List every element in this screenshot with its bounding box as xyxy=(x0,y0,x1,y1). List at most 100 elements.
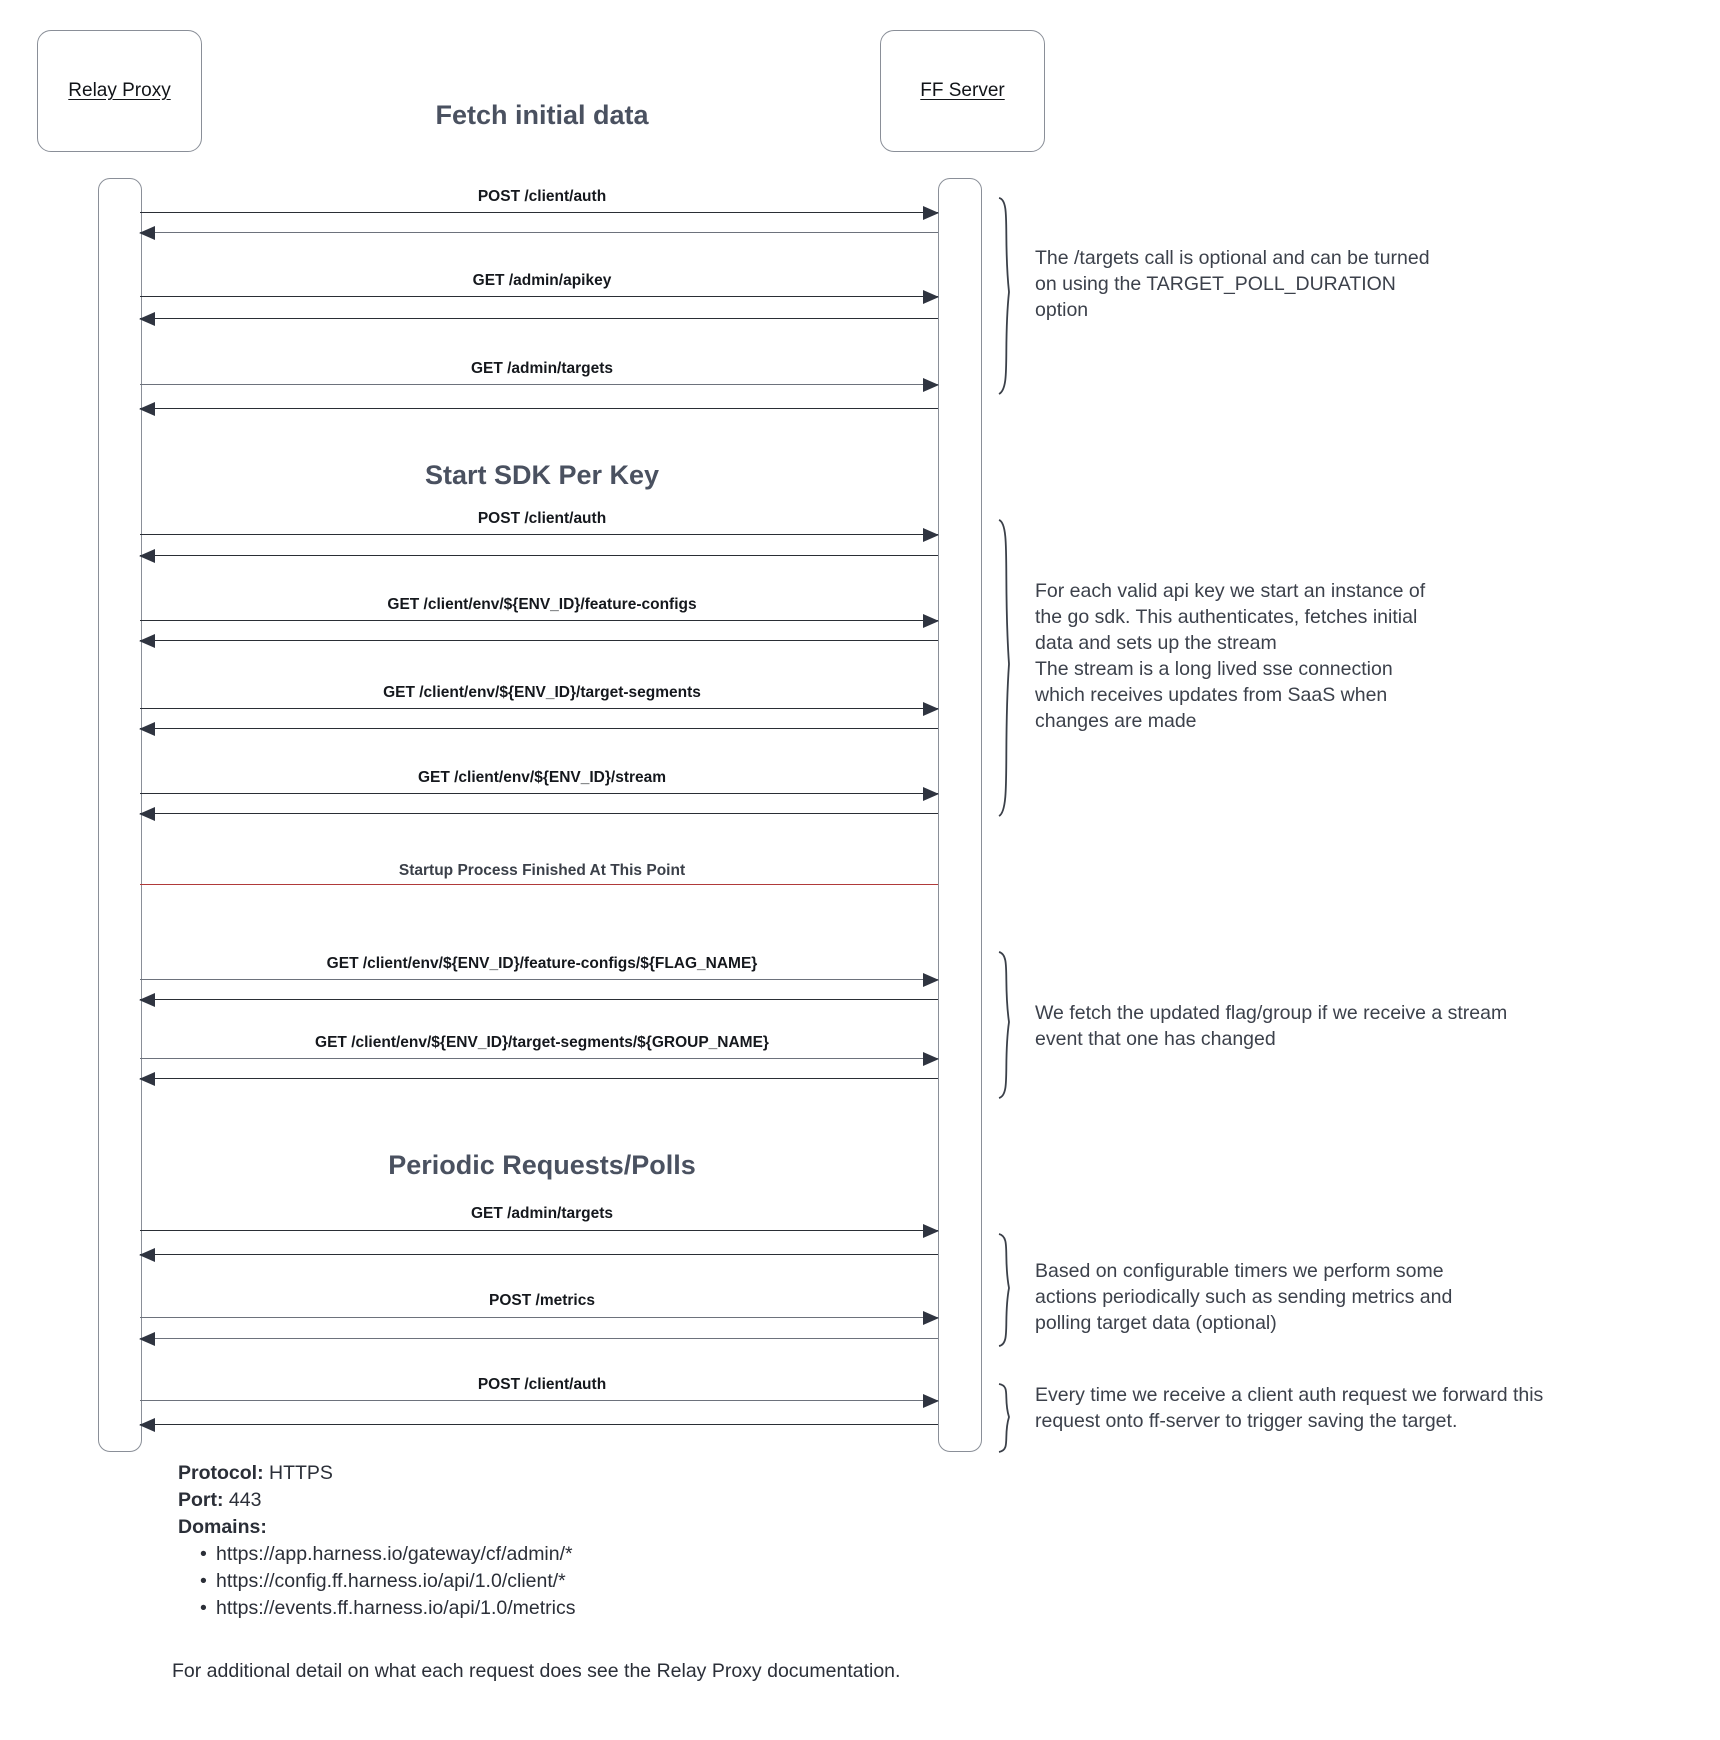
message-arrow-m3-response xyxy=(139,402,938,416)
arrowhead-left-icon xyxy=(139,1248,155,1262)
note-line: For each valid api key we start an insta… xyxy=(1035,580,1426,602)
message-arrow-m9-response xyxy=(139,1072,938,1086)
footer-protocol-row: Protocol: HTTPS xyxy=(178,1460,1078,1487)
arrowhead-right-icon xyxy=(923,614,939,628)
arrowhead-left-icon xyxy=(139,226,155,240)
message-arrow-m7-response xyxy=(139,807,938,821)
note-configurable-timers: Based on configurable timers we perform … xyxy=(1035,1258,1555,1336)
arrowhead-right-icon xyxy=(923,1311,939,1325)
note-line: The /targets call is optional and can be… xyxy=(1035,247,1430,269)
footer-port-value: 443 xyxy=(228,1489,262,1511)
divider-label: Startup Process Finished At This Point xyxy=(394,862,690,880)
brace-note-configurable-timers xyxy=(998,1233,1010,1347)
divider-line xyxy=(140,884,938,885)
brace-note-stream-update xyxy=(998,951,1010,1099)
arrowhead-left-icon xyxy=(139,1332,155,1346)
message-arrow-m7-request xyxy=(140,787,939,801)
message-arrow-m1-request xyxy=(140,206,939,220)
note-client-auth-forward: Every time we receive a client auth requ… xyxy=(1035,1382,1635,1434)
arrowhead-right-icon xyxy=(923,1052,939,1066)
message-arrow-m1-response xyxy=(139,226,938,240)
arrowhead-right-icon xyxy=(923,528,939,542)
note-line: option xyxy=(1035,299,1089,321)
lifeline-relay-proxy xyxy=(98,178,142,1452)
arrowhead-left-icon xyxy=(139,1072,155,1086)
message-arrow-m11-response xyxy=(139,1332,938,1346)
footer-protocol-label: Protocol: xyxy=(178,1462,264,1484)
footer-port-label: Port: xyxy=(178,1489,224,1511)
footer-domains-label: Domains: xyxy=(178,1516,267,1538)
footer-note: For additional detail on what each reque… xyxy=(172,1660,901,1682)
footer-details: Protocol: HTTPS Port: 443 Domains: https… xyxy=(178,1460,1078,1622)
brace-note-client-auth-forward xyxy=(998,1383,1010,1453)
message-arrow-m8-response xyxy=(139,993,938,1007)
actor-label-ff-server: FF Server xyxy=(920,80,1005,101)
arrowhead-left-icon xyxy=(139,634,155,648)
arrowhead-left-icon xyxy=(139,312,155,326)
arrowhead-left-icon xyxy=(139,1418,155,1432)
message-arrow-m4-response xyxy=(139,549,938,563)
note-line: Based on configurable timers we perform … xyxy=(1035,1260,1444,1282)
message-label-m8: GET /client/env/${ENV_ID}/feature-config… xyxy=(322,955,762,973)
message-arrow-m2-request xyxy=(140,290,939,304)
message-label-m1: POST /client/auth xyxy=(473,188,611,206)
section-title-start-sdk-per-key: Start SDK Per Key xyxy=(424,460,660,490)
message-label-m2: GET /admin/apikey xyxy=(468,272,616,290)
note-stream-update: We fetch the updated flag/group if we re… xyxy=(1035,1000,1595,1052)
actor-box-relay-proxy: Relay Proxy xyxy=(37,30,202,152)
message-arrow-m5-response xyxy=(139,634,938,648)
message-arrow-m3-request xyxy=(140,378,939,392)
arrowhead-right-icon xyxy=(923,1394,939,1408)
message-arrow-m5-request xyxy=(140,614,939,628)
message-arrow-m11-request xyxy=(140,1311,939,1325)
arrowhead-left-icon xyxy=(139,549,155,563)
note-line: We fetch the updated flag/group if we re… xyxy=(1035,1002,1508,1024)
note-line: event that one has changed xyxy=(1035,1028,1276,1050)
message-arrow-m10-request xyxy=(140,1224,939,1238)
message-arrow-m10-response xyxy=(139,1248,938,1262)
arrowhead-right-icon xyxy=(923,702,939,716)
arrowhead-left-icon xyxy=(139,722,155,736)
message-label-m6: GET /client/env/${ENV_ID}/target-segment… xyxy=(379,684,705,702)
note-line: data and sets up the stream xyxy=(1035,632,1277,654)
message-label-m12: POST /client/auth xyxy=(473,1376,611,1394)
arrowhead-left-icon xyxy=(139,402,155,416)
note-line: which receives updates from SaaS when xyxy=(1035,684,1388,706)
footer-domain-item: https://events.ff.harness.io/api/1.0/met… xyxy=(200,1595,1078,1622)
message-label-m3: GET /admin/targets xyxy=(466,360,618,378)
arrowhead-right-icon xyxy=(923,787,939,801)
footer-domain-item: https://app.harness.io/gateway/cf/admin/… xyxy=(200,1541,1078,1568)
message-label-m11: POST /metrics xyxy=(485,1292,599,1310)
actor-box-ff-server: FF Server xyxy=(880,30,1045,152)
message-label-m4: POST /client/auth xyxy=(473,510,611,528)
arrowhead-right-icon xyxy=(923,973,939,987)
message-arrow-m2-response xyxy=(139,312,938,326)
footer-port-row: Port: 443 xyxy=(178,1487,1078,1514)
message-arrow-m6-response xyxy=(139,722,938,736)
section-title-fetch-initial-data: Fetch initial data xyxy=(435,100,649,130)
brace-note-targets-optional xyxy=(998,197,1010,395)
note-line: polling target data (optional) xyxy=(1035,1312,1277,1334)
message-arrow-m12-request xyxy=(140,1394,939,1408)
arrowhead-right-icon xyxy=(923,378,939,392)
message-label-m10: GET /admin/targets xyxy=(466,1205,618,1223)
arrowhead-left-icon xyxy=(139,807,155,821)
message-arrow-m6-request xyxy=(140,702,939,716)
footer-domains-list: https://app.harness.io/gateway/cf/admin/… xyxy=(178,1541,1078,1622)
arrowhead-right-icon xyxy=(923,1224,939,1238)
lifeline-ff-server xyxy=(938,178,982,1452)
actor-label-relay-proxy: Relay Proxy xyxy=(68,80,171,101)
footer-domain-item: https://config.ff.harness.io/api/1.0/cli… xyxy=(200,1568,1078,1595)
note-line: The stream is a long lived sse connectio… xyxy=(1035,658,1393,680)
note-line: on using the TARGET_POLL_DURATION xyxy=(1035,273,1396,295)
note-line: Every time we receive a client auth requ… xyxy=(1035,1384,1544,1406)
note-line: request onto ff-server to trigger saving… xyxy=(1035,1410,1458,1432)
message-label-m9: GET /client/env/${ENV_ID}/target-segment… xyxy=(311,1034,773,1052)
note-targets-optional: The /targets call is optional and can be… xyxy=(1035,245,1505,323)
note-line: the go sdk. This authenticates, fetches … xyxy=(1035,606,1418,628)
message-label-m7: GET /client/env/${ENV_ID}/stream xyxy=(413,769,671,787)
brace-note-sdk-instance xyxy=(998,519,1010,817)
message-label-m5: GET /client/env/${ENV_ID}/feature-config… xyxy=(383,596,701,614)
arrowhead-right-icon xyxy=(923,206,939,220)
